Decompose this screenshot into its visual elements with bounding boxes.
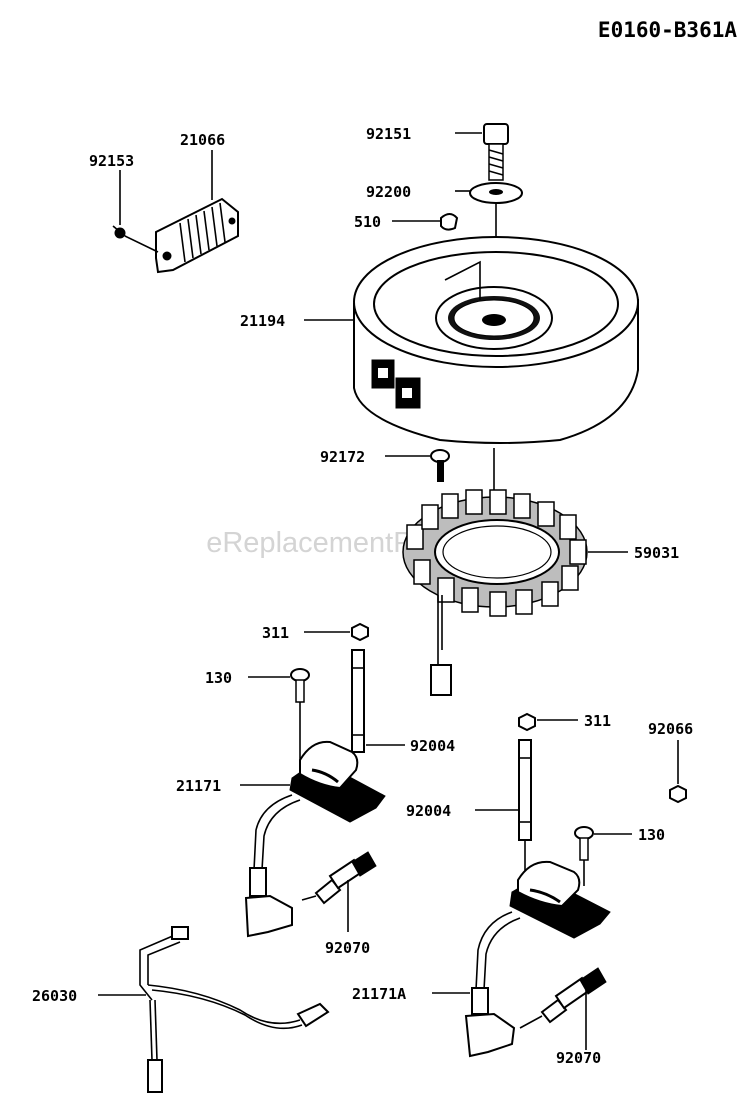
label-92172: 92172	[320, 448, 365, 466]
regulator-part	[155, 197, 239, 274]
screw-92172	[430, 449, 450, 482]
bolt-130-right	[574, 826, 594, 886]
label-92004-right: 92004	[406, 802, 451, 820]
label-92151: 92151	[366, 125, 411, 143]
label-59031: 59031	[634, 544, 679, 562]
diagram-code: E0160-B361A	[598, 18, 737, 42]
label-311-right: 311	[584, 712, 611, 730]
bolt-92151	[483, 123, 509, 181]
nut-311-left	[351, 622, 369, 642]
label-92070-right: 92070	[556, 1049, 601, 1067]
label-92200: 92200	[366, 183, 411, 201]
label-92070-left: 92070	[325, 939, 370, 957]
nut-92066	[669, 784, 687, 804]
washer-92200	[469, 182, 523, 204]
screw-92153	[112, 225, 159, 253]
ignition-coil-21171A	[464, 860, 611, 1058]
label-311-left: 311	[262, 624, 289, 642]
label-21171A: 21171A	[352, 985, 406, 1003]
nut-311-right	[518, 712, 536, 732]
label-130-left: 130	[205, 669, 232, 687]
harness-26030	[139, 926, 330, 1093]
flywheel-21194	[353, 236, 639, 444]
label-21171: 21171	[176, 777, 221, 795]
label-130-right: 130	[638, 826, 665, 844]
bolt-130-left	[290, 668, 310, 770]
leader-lines	[98, 132, 679, 1050]
ignition-coil-21171	[244, 740, 386, 938]
label-26030: 26030	[32, 987, 77, 1005]
label-92066: 92066	[648, 720, 693, 738]
label-92004-left: 92004	[410, 737, 455, 755]
stud-92004-left	[351, 649, 365, 753]
spark-plug-92070-left	[301, 851, 377, 905]
stator-59031	[402, 489, 588, 696]
part-labels: 92151 92200 510 21066 92153 21194 92172 …	[32, 125, 693, 1067]
stud-92004-right	[518, 739, 532, 872]
spark-plug-92070-right	[519, 967, 607, 1029]
label-510: 510	[354, 213, 381, 231]
label-21194: 21194	[240, 312, 285, 330]
label-92153: 92153	[89, 152, 134, 170]
label-21066: 21066	[180, 131, 225, 149]
key-510	[440, 213, 459, 231]
